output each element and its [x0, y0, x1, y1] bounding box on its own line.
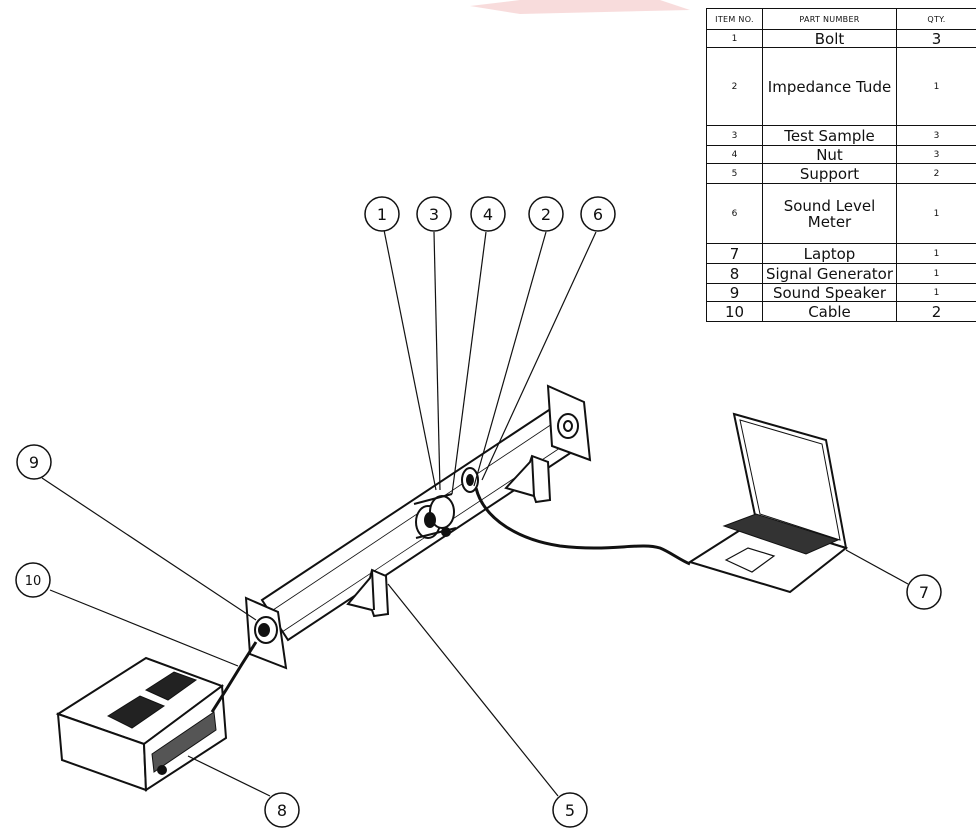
bom-part-name: Signal Generator	[763, 264, 897, 284]
balloon-8: 8	[265, 793, 299, 827]
balloon-7-label: 7	[919, 583, 929, 602]
bill-of-materials-table: ITEM NO. PART NUMBER QTY. 1 Bolt 3 2 Imp…	[706, 8, 976, 322]
bom-item-no: 4	[707, 146, 763, 164]
bom-part-name: Test Sample	[763, 126, 897, 146]
balloon-5: 5	[553, 793, 587, 827]
bom-header-qty: QTY.	[897, 9, 976, 30]
balloon-5-label: 5	[565, 801, 575, 820]
bom-header-part: PART NUMBER	[763, 9, 897, 30]
bom-part-name: Bolt	[763, 30, 897, 48]
balloon-2-label: 2	[541, 205, 551, 224]
bom-header-row: ITEM NO. PART NUMBER QTY.	[707, 9, 976, 30]
signal-generator	[58, 658, 226, 790]
bom-qty: 3	[897, 126, 976, 146]
balloon-3: 3	[417, 197, 451, 231]
bom-qty: 3	[897, 30, 976, 48]
bom-qty: 3	[897, 146, 976, 164]
bom-qty: 1	[897, 244, 976, 264]
bom-row: 8 Signal Generator 1	[707, 264, 976, 284]
bom-part-name: Sound Level Meter	[763, 184, 897, 244]
balloon-10-label: 10	[25, 574, 42, 589]
bom-qty: 1	[897, 48, 976, 126]
bom-part-name: Laptop	[763, 244, 897, 264]
bom-item-no: 5	[707, 164, 763, 184]
bom-item-no: 3	[707, 126, 763, 146]
balloon-4: 4	[471, 197, 505, 231]
bom-qty: 1	[897, 264, 976, 284]
balloon-4-label: 4	[483, 205, 493, 224]
bom-header-item: ITEM NO.	[707, 9, 763, 30]
balloon-6-label: 6	[593, 205, 603, 224]
bom-qty: 2	[897, 164, 976, 184]
bom-part-name: Sound Speaker	[763, 284, 897, 302]
bom-part-name: Nut	[763, 146, 897, 164]
bom-qty: 2	[897, 302, 976, 322]
bom-item-no: 6	[707, 184, 763, 244]
cable-meter-laptop	[476, 488, 690, 564]
bom-row: 7 Laptop 1	[707, 244, 976, 264]
bom-row: 2 Impedance Tude 1	[707, 48, 976, 126]
bom-row: 1 Bolt 3	[707, 30, 976, 48]
bom-item-no: 7	[707, 244, 763, 264]
balloon-3-label: 3	[429, 205, 439, 224]
watermark-mark	[470, 0, 690, 14]
bom-item-no: 8	[707, 264, 763, 284]
laptop	[690, 414, 846, 592]
bom-part-name: Support	[763, 164, 897, 184]
balloon-1: 1	[365, 197, 399, 231]
bom-item-no: 9	[707, 284, 763, 302]
balloon-6: 6	[581, 197, 615, 231]
bom-row: 10 Cable 2	[707, 302, 976, 322]
bom-row: 6 Sound Level Meter 1	[707, 184, 976, 244]
bom-part-name: Impedance Tude	[763, 48, 897, 126]
balloon-10: 10	[16, 563, 50, 597]
bom-qty: 1	[897, 184, 976, 244]
bom-row: 9 Sound Speaker 1	[707, 284, 976, 302]
balloon-2: 2	[529, 197, 563, 231]
balloon-9: 9	[17, 445, 51, 479]
bom-row: 4 Nut 3	[707, 146, 976, 164]
bom-item-no: 1	[707, 30, 763, 48]
balloon-9-label: 9	[29, 453, 39, 472]
balloon-1-label: 1	[377, 205, 387, 224]
bom-row: 3 Test Sample 3	[707, 126, 976, 146]
bom-row: 5 Support 2	[707, 164, 976, 184]
bom-item-no: 2	[707, 48, 763, 126]
balloon-8-label: 8	[277, 801, 287, 820]
cable-generator-speaker	[212, 642, 256, 712]
bom-part-name: Cable	[763, 302, 897, 322]
balloon-7: 7	[907, 575, 941, 609]
bom-item-no: 10	[707, 302, 763, 322]
bom-qty: 1	[897, 284, 976, 302]
